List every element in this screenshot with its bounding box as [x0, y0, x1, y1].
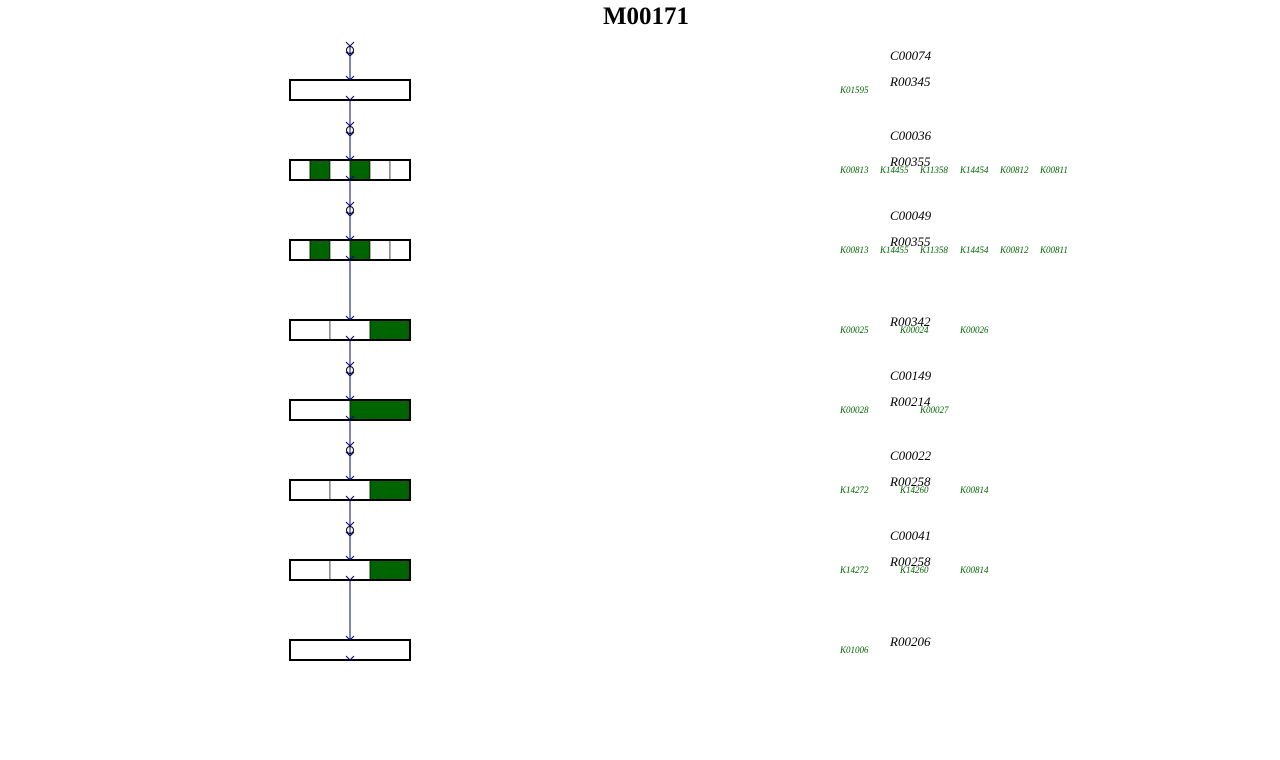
arrow-head-icon [345, 235, 355, 241]
ko-label[interactable]: K11358 [919, 165, 948, 175]
ko-label[interactable]: K01595 [839, 85, 869, 95]
arrow-head-icon [345, 441, 355, 447]
ortholog-cell-present[interactable] [309, 159, 331, 181]
arrow-head-icon [345, 315, 355, 321]
ko-label[interactable]: K00814 [959, 565, 989, 575]
reaction-label[interactable]: R00206 [889, 634, 931, 649]
arrow-head-icon [345, 555, 355, 561]
ortholog-cell-absent[interactable] [289, 399, 351, 421]
reaction-label[interactable]: R00355 [889, 234, 931, 249]
compound-label[interactable]: C00041 [890, 528, 931, 543]
ortholog-cell-absent[interactable] [289, 319, 331, 341]
compound-label[interactable]: C00049 [890, 208, 932, 223]
arrow-head-icon [345, 521, 355, 527]
ko-label[interactable]: K00812 [999, 245, 1029, 255]
arrow-head-icon [345, 575, 355, 581]
ortholog-cell-present[interactable] [369, 479, 411, 501]
arrow-head-icon [345, 635, 355, 641]
arrow-head-icon [345, 211, 355, 217]
ortholog-cell-absent[interactable] [389, 239, 411, 261]
ortholog-cell-present[interactable] [369, 559, 411, 581]
ortholog-cell-absent[interactable] [369, 239, 391, 261]
ortholog-cell-absent[interactable] [289, 479, 331, 501]
arrow-head-icon [345, 451, 355, 457]
arrow-head-icon [345, 41, 355, 47]
ko-label[interactable]: K00813 [839, 165, 869, 175]
arrow-head-icon [345, 131, 355, 137]
arrow-head-icon [345, 201, 355, 207]
arrow-head-icon [345, 475, 355, 481]
ko-label[interactable]: K00027 [919, 405, 949, 415]
ko-label[interactable]: K00813 [839, 245, 869, 255]
compound-label[interactable]: C00022 [890, 448, 932, 463]
arrow-head-icon [345, 415, 355, 421]
ortholog-cell-absent[interactable] [289, 159, 311, 181]
ko-label[interactable]: K14260 [899, 565, 929, 575]
ko-label[interactable]: K00811 [1039, 165, 1068, 175]
arrow-head-icon [345, 361, 355, 367]
reaction-label[interactable]: R00355 [889, 154, 931, 169]
ko-label[interactable]: K14454 [959, 165, 989, 175]
ko-label[interactable]: K14272 [839, 485, 869, 495]
ortholog-cell-absent[interactable] [329, 559, 371, 581]
arrow-head-icon [345, 531, 355, 537]
ortholog-cell-absent[interactable] [369, 159, 391, 181]
compound-label[interactable]: C00036 [890, 128, 932, 143]
arrow-head-icon [345, 155, 355, 161]
ko-label[interactable]: K00811 [1039, 245, 1068, 255]
reaction-label[interactable]: R00258 [889, 474, 931, 489]
ko-label[interactable]: K14455 [879, 165, 909, 175]
ko-label[interactable]: K00024 [899, 325, 929, 335]
arrow-head-icon [345, 495, 355, 501]
arrow-head-icon [345, 95, 355, 101]
arrow-head-icon [345, 255, 355, 261]
ortholog-cell-absent[interactable] [389, 159, 411, 181]
ko-label[interactable]: K14260 [899, 485, 929, 495]
reaction-label[interactable]: R00345 [889, 74, 931, 89]
ko-label[interactable]: K11358 [919, 245, 948, 255]
ortholog-cell-absent[interactable] [289, 639, 411, 661]
ko-label[interactable]: K00025 [839, 325, 869, 335]
ortholog-cell-absent[interactable] [289, 559, 331, 581]
ko-label[interactable]: K01006 [839, 645, 869, 655]
ortholog-cell-present[interactable] [349, 399, 411, 421]
ko-label[interactable]: K00028 [839, 405, 869, 415]
ortholog-cell-present[interactable] [309, 239, 331, 261]
reaction-label[interactable]: R00258 [889, 554, 931, 569]
ko-label[interactable]: K14272 [839, 565, 869, 575]
arrow-head-icon [345, 655, 355, 661]
ortholog-cell-absent[interactable] [329, 479, 371, 501]
ko-label[interactable]: K14455 [879, 245, 909, 255]
arrow-head-icon [345, 175, 355, 181]
ortholog-cell-present[interactable] [369, 319, 411, 341]
ko-label[interactable]: K14454 [959, 245, 989, 255]
ortholog-cell-absent[interactable] [329, 319, 371, 341]
arrow-head-icon [345, 371, 355, 377]
reaction-label[interactable]: R00214 [889, 394, 931, 409]
ko-label[interactable]: K00814 [959, 485, 989, 495]
ortholog-cell-absent[interactable] [289, 79, 411, 101]
arrow-head-icon [345, 395, 355, 401]
compound-label[interactable]: C00149 [890, 368, 932, 383]
module-title: M00171 [603, 3, 689, 30]
reaction-label[interactable]: R00342 [889, 314, 931, 329]
compound-label[interactable]: C00074 [890, 48, 932, 63]
ko-label[interactable]: K00812 [999, 165, 1029, 175]
ko-label[interactable]: K00026 [959, 325, 989, 335]
arrow-head-icon [345, 75, 355, 81]
arrow-head-icon [345, 335, 355, 341]
arrow-head-icon [345, 51, 355, 57]
ortholog-cell-absent[interactable] [289, 239, 311, 261]
arrow-head-icon [345, 121, 355, 127]
